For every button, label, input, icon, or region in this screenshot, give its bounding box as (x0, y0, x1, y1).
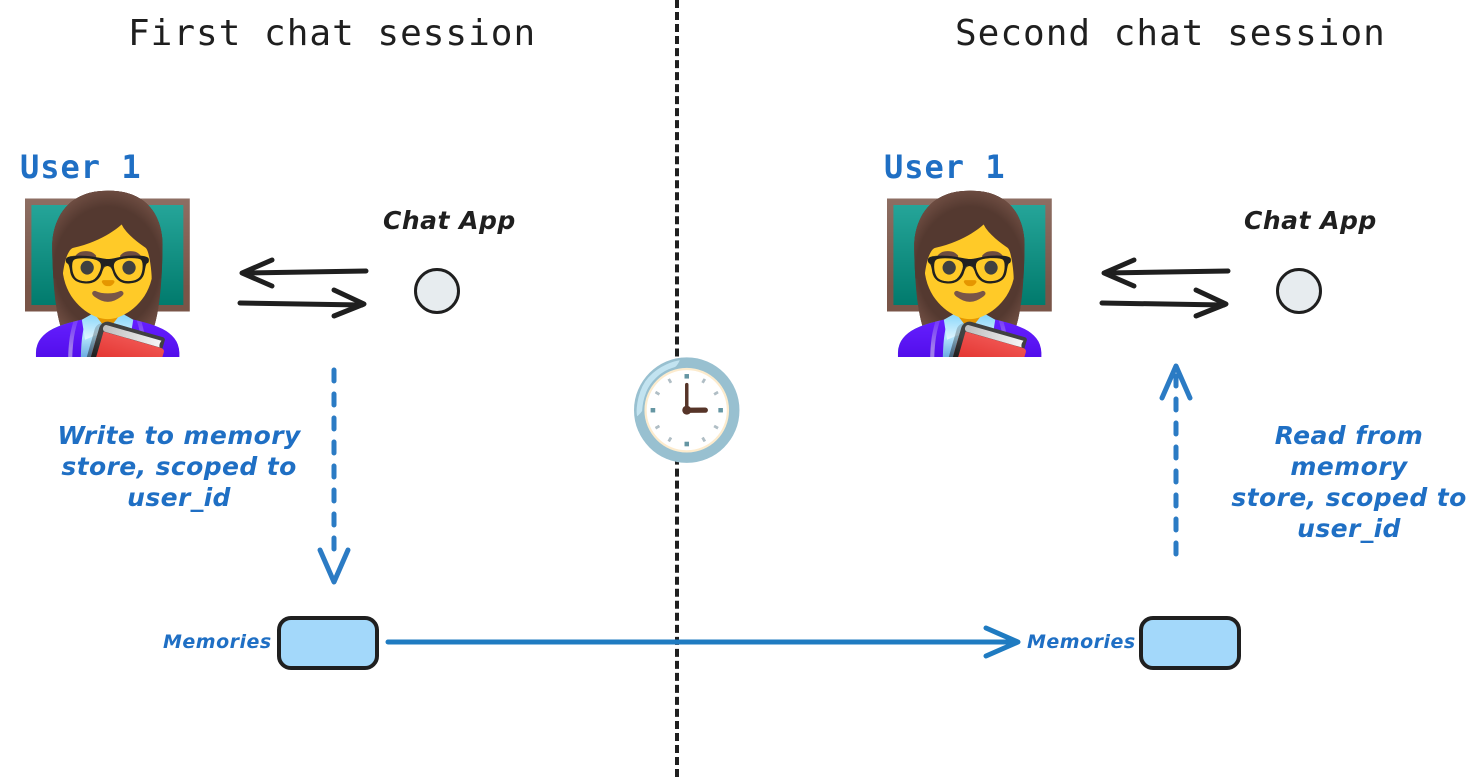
left-user-app-arrows (237, 257, 369, 319)
left-chat-app-node (414, 268, 460, 314)
right-user-avatar: 👩‍🏫 (876, 188, 1063, 362)
left-memory-store (277, 616, 379, 670)
read-annotation-line-2: store, scoped to (1231, 483, 1467, 512)
read-annotation: Read from memory store, scoped to user_i… (1218, 420, 1480, 544)
right-memory-store (1139, 616, 1241, 670)
write-annotation-line-3: user_id (127, 483, 231, 512)
memory-transfer-arrow (385, 625, 1022, 659)
left-user-label: User 1 (20, 148, 142, 186)
right-chat-app-label: Chat App (1244, 206, 1377, 235)
left-session-title: First chat session (128, 13, 537, 54)
write-annotation-line-1: Write to memory (57, 421, 301, 450)
arrow-right-icon (237, 287, 367, 319)
clock-icon: 🕒 (627, 354, 747, 466)
right-session-title: Second chat session (955, 13, 1386, 54)
right-user-label: User 1 (884, 148, 1006, 186)
arrow-left-icon (1101, 257, 1231, 289)
session-divider (675, 0, 679, 777)
write-arrow (313, 367, 357, 585)
left-chat-app-label: Chat App (383, 206, 516, 235)
right-memories-label: Memories (1027, 631, 1136, 653)
left-user-avatar: 👩‍🏫 (14, 188, 201, 362)
right-user-app-arrows (1099, 257, 1231, 319)
right-chat-app-node (1276, 268, 1322, 314)
write-annotation: Write to memory store, scoped to user_id (48, 420, 310, 513)
write-annotation-line-2: store, scoped to (61, 452, 297, 481)
read-annotation-line-3: user_id (1297, 514, 1401, 543)
arrow-left-icon (239, 257, 369, 289)
arrow-right-icon (1099, 287, 1229, 319)
read-annotation-line-1: Read from memory (1274, 421, 1424, 481)
left-memories-label: Memories (163, 631, 272, 653)
read-arrow (1155, 363, 1199, 557)
